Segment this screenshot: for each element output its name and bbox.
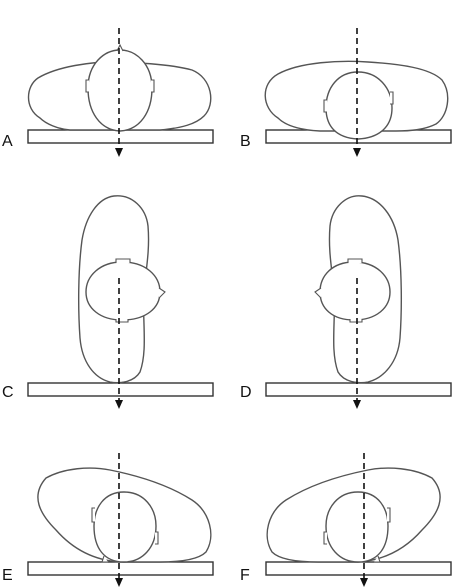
panel-label-f: F [240,567,250,584]
table-e [27,561,214,576]
ray-arrow-b [353,148,361,157]
panel-e: E [2,453,214,587]
ear-bottom-d [349,319,363,323]
panel-label-b: B [240,133,251,150]
ear-top-c [115,258,131,263]
head-d [319,261,391,321]
head-a [87,49,153,132]
table-c [27,382,214,397]
head-c [85,261,161,321]
head-b [325,71,393,140]
panel-f: F [240,453,452,587]
ear-top-d [347,258,363,263]
panel-label-a: A [2,133,13,150]
nose-e [101,555,108,563]
head-e [93,491,157,563]
panel-label-c: C [2,384,14,401]
ray-arrow-d [353,400,361,409]
ear-right-b [390,91,394,105]
ear-left-e [91,507,95,523]
ear-right-a [151,79,155,93]
panel-b: B [240,28,452,157]
panel-a: A [2,28,214,157]
panel-c: C [2,195,214,409]
nose-f [374,555,381,563]
ray-arrow-e [115,578,123,587]
head-f [325,491,389,563]
panel-label-e: E [2,567,13,584]
panel-label-d: D [240,384,252,401]
ray-arrow-c [115,400,123,409]
nose-a [116,43,124,52]
ear-right-f [387,507,391,523]
table-d [265,382,452,397]
table-a [27,129,214,144]
ear-bottom-c [115,319,129,323]
nose-d [314,287,322,299]
ray-arrow-a [115,148,123,157]
ear-left-f [323,531,327,545]
ear-left-b [323,99,327,113]
ray-arrow-f [360,578,368,587]
ear-right-e [155,531,159,545]
nose-c [158,287,166,299]
panel-d: D [240,195,452,409]
ear-left-a [85,79,89,93]
table-f [265,561,452,576]
